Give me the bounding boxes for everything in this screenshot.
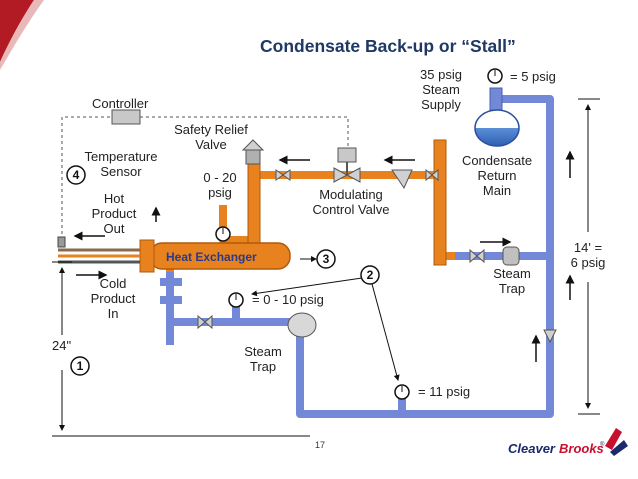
controller-box — [111, 109, 141, 125]
mod-valve-label-2: Control Valve — [312, 202, 389, 217]
pressure-gauge-bottom — [394, 384, 410, 400]
temp-sensor-label-1: Temperature — [85, 149, 158, 164]
return-main-label-3: Main — [483, 183, 511, 198]
svg-text:Brooks: Brooks — [559, 441, 604, 456]
strainer — [391, 169, 413, 190]
page-number: 17 — [315, 440, 325, 450]
height-label-2: 6 psig — [571, 255, 606, 270]
isolation-valve-top — [275, 168, 439, 182]
heat-exchanger-label: Heat Exchanger — [166, 250, 257, 264]
heat-exchanger-flange — [139, 239, 155, 273]
height-left-label: 24" — [52, 338, 71, 353]
steam-trap-right-label-1: Steam — [493, 266, 531, 281]
steam-trap-left — [197, 312, 317, 338]
steam-trap-right — [469, 246, 520, 266]
condensate-return-tank — [474, 109, 520, 147]
mod-valve-label-1: Modulating — [319, 187, 383, 202]
cold-product-label-3: In — [108, 306, 119, 321]
safety-relief-label-1: Safety Relief — [174, 122, 248, 137]
cold-product-label-1: Cold — [100, 276, 127, 291]
cold-product-label-2: Product — [91, 291, 136, 306]
steam-trap-left-label-2: Trap — [250, 359, 276, 374]
svg-text:2: 2 — [367, 268, 374, 282]
return-main-label-2: Return — [477, 168, 516, 183]
svg-text:Cleaver: Cleaver — [508, 441, 556, 456]
svg-text:3: 3 — [323, 252, 330, 266]
steam-supply-label-1: 35 psig — [420, 67, 462, 82]
svg-text:4: 4 — [73, 168, 80, 182]
svg-text:1: 1 — [77, 359, 84, 373]
safety-relief-valve — [241, 139, 265, 165]
hot-product-label-1: Hot — [104, 191, 125, 206]
control-signal-lines — [61, 116, 349, 240]
steam-supply-label-2: Steam — [422, 82, 460, 97]
hot-product-label-3: Out — [104, 221, 125, 236]
flow-arrows — [73, 150, 575, 362]
corner-swoosh — [0, 0, 34, 62]
steam-psig-range-2: psig — [208, 185, 232, 200]
height-label-1: 14' = — [574, 240, 602, 255]
gauge-bottom-label: = 11 psig — [418, 384, 470, 399]
dimension-lines — [52, 98, 600, 437]
steam-psig-range-1: 0 - 20 — [203, 170, 236, 185]
pressure-gauge-mid — [228, 292, 244, 308]
return-main-riser — [489, 87, 503, 111]
svg-text:®: ® — [600, 441, 605, 448]
modulating-control-valve — [333, 147, 361, 183]
cleaverbrooks-logo: Cleaver Brooks ® — [508, 428, 628, 456]
marker-4: 4 — [66, 165, 86, 185]
steam-supply-riser — [433, 139, 447, 266]
pressure-gauge-steam — [215, 226, 231, 242]
safety-relief-label-2: Valve — [195, 137, 227, 152]
check-valve — [543, 329, 557, 344]
temp-sensor-label-2: Sensor — [100, 164, 142, 179]
hot-product-label-2: Product — [92, 206, 137, 221]
marker-3: 3 — [316, 249, 336, 269]
temperature-sensor-probe — [57, 236, 66, 248]
callout-lines — [251, 256, 400, 381]
return-main-label-1: Condensate — [462, 153, 532, 168]
steam-header — [247, 161, 261, 251]
marker-2: 2 — [360, 265, 380, 285]
steam-trap-left-label-1: Steam — [244, 344, 282, 359]
product-lines — [58, 248, 140, 264]
steam-supply-label-3: Supply — [421, 97, 461, 112]
steam-trap-right-label-2: Trap — [499, 281, 525, 296]
marker-1: 1 — [70, 356, 90, 376]
controller-label: Controller — [92, 96, 149, 111]
slide-title: Condensate Back-up or “Stall” — [260, 36, 516, 56]
pressure-gauge-top — [487, 68, 503, 84]
gauge-mid-label: = 0 - 10 psig — [252, 292, 324, 307]
gauge-top-label: = 5 psig — [510, 69, 556, 84]
